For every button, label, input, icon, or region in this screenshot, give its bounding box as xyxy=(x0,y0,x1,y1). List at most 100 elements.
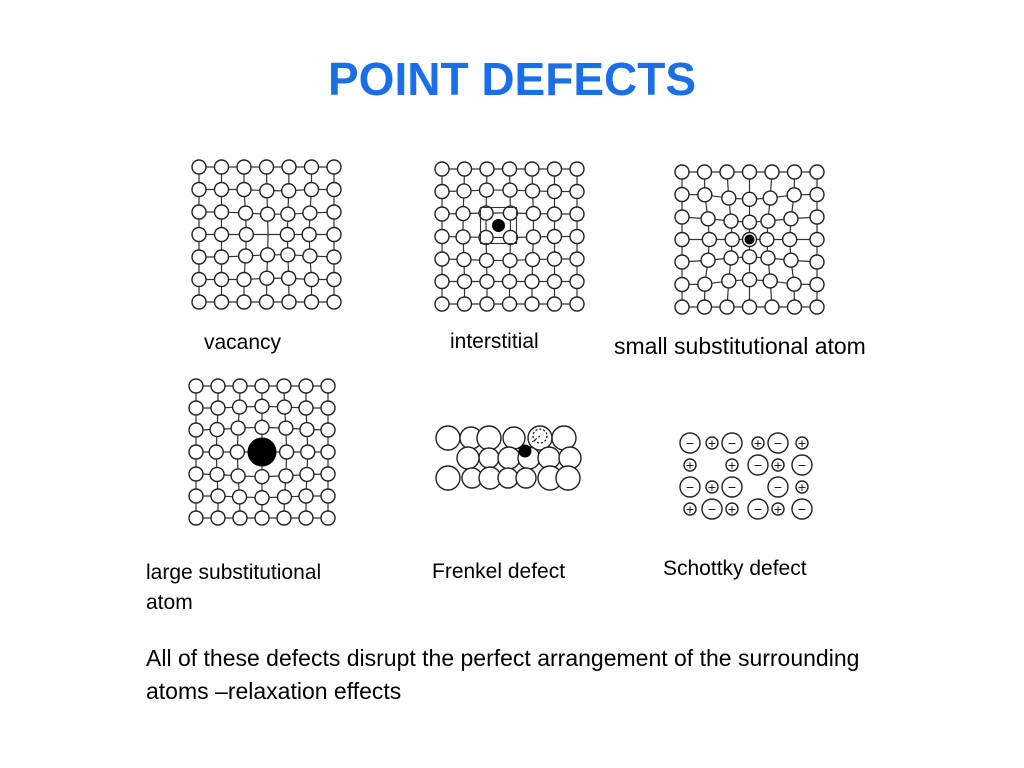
atom xyxy=(700,211,716,227)
atom xyxy=(741,164,758,180)
atom xyxy=(230,468,246,484)
atom xyxy=(781,231,798,248)
svg-text:+: + xyxy=(707,481,716,494)
atom xyxy=(281,159,297,175)
atom xyxy=(281,294,297,310)
cation: + xyxy=(683,502,697,516)
anion: − xyxy=(721,476,743,498)
cation: + xyxy=(771,502,785,516)
atom xyxy=(721,273,737,289)
atom xyxy=(320,488,336,504)
atom xyxy=(786,164,803,180)
atom xyxy=(569,206,585,222)
atom xyxy=(320,466,336,482)
atom xyxy=(254,490,270,506)
small-substitutional-atom xyxy=(744,234,755,245)
caption-schottky: Schottky defect xyxy=(663,557,807,580)
vacated-site xyxy=(532,428,548,444)
svg-text:−: − xyxy=(753,459,762,472)
atom xyxy=(280,270,297,286)
atom xyxy=(258,159,275,175)
atom xyxy=(697,187,713,203)
atom xyxy=(455,229,471,245)
atom xyxy=(320,400,336,416)
cation: + xyxy=(771,458,785,472)
atom xyxy=(279,226,296,243)
atom xyxy=(259,270,275,286)
small-substitutional-diagram xyxy=(674,164,825,315)
atom xyxy=(280,206,296,222)
atom xyxy=(501,161,518,177)
displacement-arrow xyxy=(531,435,541,443)
atom xyxy=(303,181,320,198)
anion: − xyxy=(679,432,701,454)
atom xyxy=(524,161,540,177)
atom xyxy=(524,251,541,268)
atom xyxy=(254,468,270,485)
svg-text:+: + xyxy=(685,503,694,516)
atom xyxy=(809,186,825,203)
atom xyxy=(320,422,336,438)
svg-text:+: + xyxy=(773,459,782,472)
atom xyxy=(546,161,563,177)
atom xyxy=(280,247,296,263)
svg-text:−: − xyxy=(685,437,694,450)
atom xyxy=(478,182,495,198)
atom xyxy=(191,294,207,310)
interstitial-atom xyxy=(492,219,505,232)
caption-small-substitutional: small substitutional atom xyxy=(614,333,866,359)
svg-text:+: + xyxy=(753,437,762,450)
atom xyxy=(723,250,739,266)
atom xyxy=(546,273,563,290)
atom xyxy=(188,422,204,438)
large-substitutional-atom xyxy=(247,437,277,467)
atom xyxy=(434,206,450,222)
atom xyxy=(238,226,255,243)
atom xyxy=(191,181,207,198)
atom xyxy=(254,398,270,414)
atom xyxy=(478,229,494,246)
atom xyxy=(674,231,690,248)
atom xyxy=(210,510,226,526)
atom xyxy=(320,510,336,526)
host-atom xyxy=(456,446,480,470)
atom xyxy=(524,273,540,290)
atom xyxy=(479,161,495,177)
atom xyxy=(299,421,315,438)
atom xyxy=(259,206,276,222)
atom xyxy=(455,205,471,222)
atom xyxy=(191,226,207,243)
atom xyxy=(434,228,450,245)
atom xyxy=(434,296,450,312)
atom xyxy=(191,249,207,265)
atom xyxy=(569,161,585,177)
atom xyxy=(546,296,563,312)
atom xyxy=(524,183,541,199)
svg-text:+: + xyxy=(685,459,694,472)
atom xyxy=(213,159,230,175)
host-atom xyxy=(435,465,461,491)
atom xyxy=(674,164,690,180)
anion: − xyxy=(747,454,769,476)
host-atom xyxy=(515,467,537,489)
atom xyxy=(236,181,252,198)
atom xyxy=(434,183,450,200)
atom xyxy=(501,296,518,312)
atom xyxy=(299,466,315,483)
atom xyxy=(254,510,270,526)
atom xyxy=(276,399,293,415)
atom xyxy=(320,444,336,460)
atom xyxy=(230,420,246,436)
atom xyxy=(191,271,207,288)
atom xyxy=(701,231,718,248)
atom xyxy=(809,231,825,248)
cation: + xyxy=(705,480,719,494)
atom xyxy=(434,273,450,290)
atom xyxy=(546,228,563,245)
atom xyxy=(786,299,803,315)
atom xyxy=(809,164,825,180)
atom xyxy=(188,488,204,504)
atom xyxy=(210,400,226,416)
atom xyxy=(210,378,226,394)
atom xyxy=(502,205,519,221)
